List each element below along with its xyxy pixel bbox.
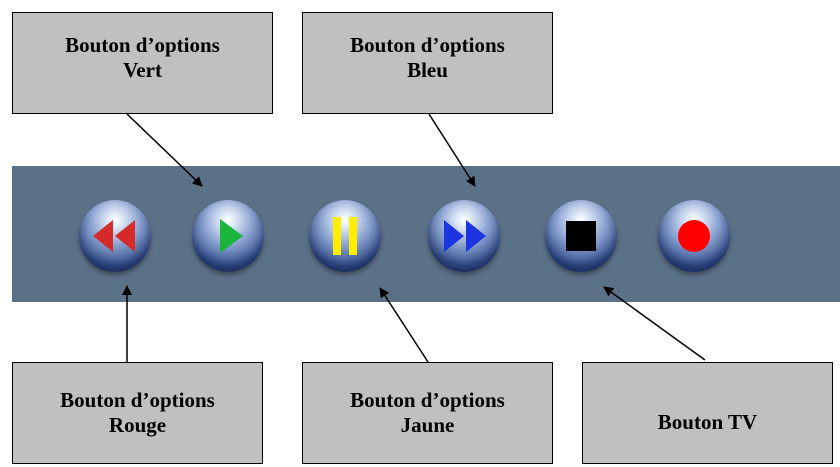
rewind-icon xyxy=(93,220,135,252)
callout-tv: Bouton TV xyxy=(582,362,833,464)
fast-forward-button[interactable] xyxy=(428,200,500,272)
fast-forward-icon xyxy=(444,220,486,252)
play-button[interactable] xyxy=(192,200,264,272)
record-button[interactable] xyxy=(658,200,730,272)
pause-button[interactable] xyxy=(309,200,381,272)
callout-bleu-title: Bouton d’options xyxy=(350,33,505,57)
callout-bleu: Bouton d’options Bleu xyxy=(302,12,553,114)
callout-vert-title: Bouton d’options xyxy=(65,33,220,57)
pause-icon xyxy=(333,217,357,255)
rewind-button[interactable] xyxy=(79,200,151,272)
callout-jaune-color: Jaune xyxy=(400,413,455,437)
record-icon xyxy=(678,220,710,252)
stop-icon xyxy=(566,221,596,251)
callout-rouge: Bouton d’options Rouge xyxy=(12,362,263,464)
callout-rouge-title: Bouton d’options xyxy=(60,387,215,412)
callout-rouge-color: Rouge xyxy=(108,413,167,437)
play-icon xyxy=(220,219,243,253)
callout-jaune: Bouton d’options Jaune xyxy=(302,362,553,464)
media-toolbar xyxy=(12,166,840,302)
callout-vert: Bouton d’options Vert xyxy=(12,12,273,114)
callout-vert-color: Vert xyxy=(123,58,162,83)
callout-jaune-title: Bouton d’options xyxy=(350,387,505,412)
callout-bleu-color: Bleu xyxy=(407,58,448,83)
stop-button[interactable] xyxy=(545,200,617,272)
callout-tv-title: Bouton TV xyxy=(657,409,758,434)
